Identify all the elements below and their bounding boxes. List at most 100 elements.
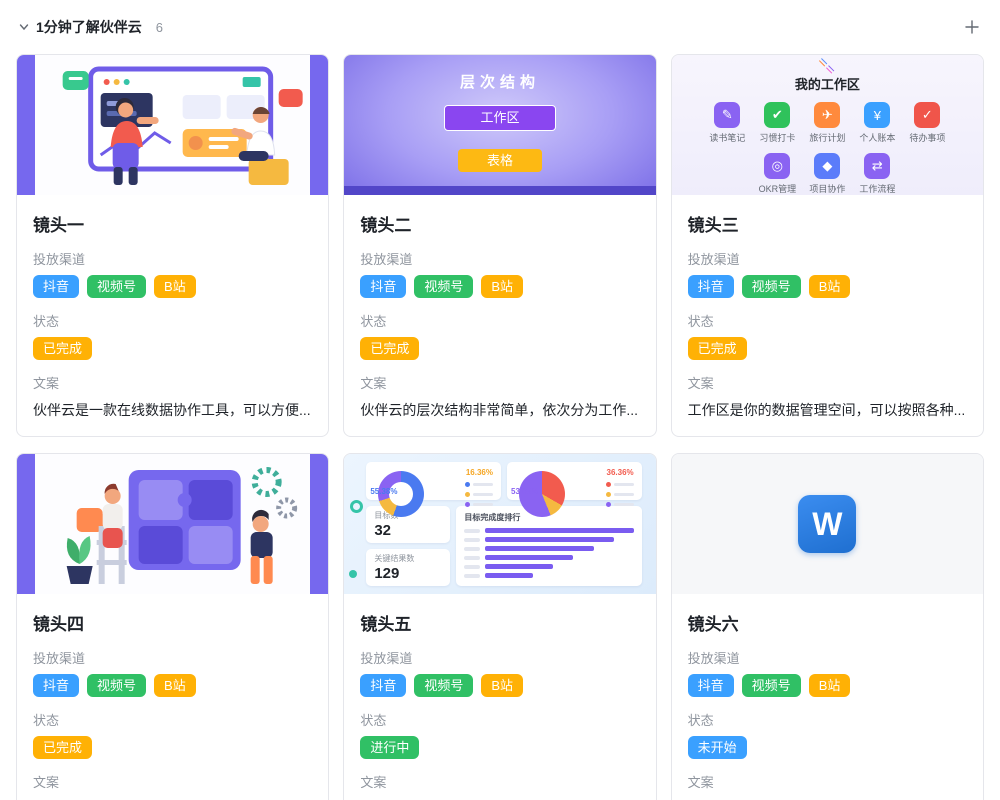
field-label-copy: 文案	[687, 775, 714, 790]
metric-tile: 关键结果数 129	[366, 549, 451, 586]
field-label-channel: 投放渠道	[33, 252, 86, 267]
app-label: 习惯打卡	[759, 133, 796, 143]
app-item: ✈ 旅行计划	[809, 102, 846, 144]
channel-tags: 抖音 视频号 B站	[33, 275, 312, 298]
percent-label: 53.85%	[511, 487, 539, 496]
workspace-chip: 工作区	[443, 105, 556, 131]
puzzle-collaboration-illustration	[66, 467, 298, 584]
field-label-copy: 文案	[687, 376, 714, 391]
collapse-chevron-icon[interactable]	[16, 19, 32, 35]
app-item: ✔ 习惯打卡	[759, 102, 796, 144]
habit-app-icon: ✔	[764, 102, 791, 128]
decor-dot	[349, 570, 358, 578]
field-label-status: 状态	[360, 713, 387, 728]
app-label: OKR管理	[758, 184, 797, 194]
channel-tag: 视频号	[741, 674, 801, 697]
field-label-copy: 文案	[360, 775, 387, 790]
card-title: 镜头六	[687, 615, 739, 634]
status-tags: 已完成	[33, 736, 312, 759]
metric-value: 32	[374, 522, 392, 539]
channel-tag: B站	[808, 674, 851, 697]
metric-label: 关键结果数	[374, 554, 415, 563]
app-item: ◎ OKR管理	[758, 153, 797, 195]
field-label-status: 状态	[33, 713, 60, 728]
channel-tag: 视频号	[414, 674, 474, 697]
app-label: 读书笔记	[709, 133, 746, 143]
channel-tag: 视频号	[87, 674, 147, 697]
status-tags: 已完成	[360, 337, 639, 360]
travel-app-icon: ✈	[814, 102, 841, 128]
status-tags: 已完成	[687, 337, 967, 360]
field-label-status: 状态	[360, 314, 387, 329]
record-card[interactable]: 镜头四 投放渠道 抖音 视频号 B站 状态 已完成 文案 表格用来存储各式各样的…	[16, 453, 330, 800]
channel-tag: B站	[808, 275, 851, 298]
card-cover-scene3: 我的工作区 ✎ 读书笔记 ✔ 习惯打卡 ✈ 旅行计划 ¥	[671, 55, 983, 195]
channel-tag: B站	[481, 674, 524, 697]
card-title: 镜头五	[360, 615, 412, 634]
app-item: ⇄ 工作流程	[859, 153, 895, 195]
status-tags: 已完成	[33, 337, 312, 360]
word-document-icon: W	[798, 495, 857, 553]
okr-app-icon: ◎	[764, 153, 791, 179]
group-header: 1分钟了解伙伴云 6	[16, 12, 984, 42]
workspace-logo-icon	[819, 58, 835, 73]
card-cover-scene1	[17, 55, 329, 195]
percent-label: 16.36%	[465, 468, 493, 477]
card-cover-scene5: 16.36% 55.38% 36.36% 53.85%	[344, 454, 656, 594]
app-row: ✎ 读书笔记 ✔ 习惯打卡 ✈ 旅行计划 ¥ 个人账本	[709, 102, 945, 144]
todo-app-icon: ✓	[914, 102, 941, 128]
workspace-title: 我的工作区	[794, 77, 860, 92]
channel-tags: 抖音 视频号 B站	[687, 674, 967, 697]
card-title: 镜头二	[360, 216, 412, 235]
record-card[interactable]: 镜头一 投放渠道 抖音 视频号 B站 状态 已完成 文案 伙伴云是一款在线数据协…	[16, 54, 330, 437]
ledger-app-icon: ¥	[864, 102, 891, 128]
field-label-status: 状态	[687, 314, 714, 329]
record-card[interactable]: 我的工作区 ✎ 读书笔记 ✔ 习惯打卡 ✈ 旅行计划 ¥	[670, 54, 984, 437]
status-badge: 未开始	[687, 736, 747, 759]
channel-tags: 抖音 视频号 B站	[33, 674, 312, 697]
card-title: 镜头四	[33, 615, 84, 634]
teamwork-dashboard-illustration	[62, 66, 303, 185]
group-title: 1分钟了解伙伴云	[36, 19, 142, 35]
field-label-status: 状态	[33, 314, 60, 329]
status-badge: 已完成	[33, 337, 93, 360]
status-tags: 进行中	[360, 736, 639, 759]
app-label: 个人账本	[859, 133, 896, 143]
decor-ring	[350, 500, 364, 513]
channel-tags: 抖音 视频号 B站	[360, 674, 639, 697]
channel-tag: 抖音	[33, 275, 80, 298]
chart-legend	[605, 482, 634, 507]
card-cover-scene2: 层次结构 工作区 表格	[344, 55, 656, 195]
channel-tag: 抖音	[687, 275, 734, 298]
app-item: ¥ 个人账本	[859, 102, 896, 144]
app-label: 旅行计划	[809, 133, 846, 143]
copy-text: 伙伴云是一款在线数据协作工具，可以方便...	[33, 402, 311, 418]
channel-tag: B站	[481, 275, 524, 298]
record-card[interactable]: W 镜头六 投放渠道 抖音 视频号 B站 状态 未开始 文案 完善的日志功能保障…	[670, 453, 984, 800]
channel-tag: 视频号	[414, 275, 474, 298]
bar-chart-card: 目标完成度排行	[456, 506, 642, 586]
add-record-button[interactable]	[960, 15, 984, 39]
channel-tags: 抖音 视频号 B站	[687, 275, 967, 298]
pie-chart-card: 36.36% 53.85%	[507, 462, 642, 517]
record-card[interactable]: 16.36% 55.38% 36.36% 53.85%	[343, 453, 657, 800]
channel-tag: 抖音	[360, 674, 407, 697]
hierarchy-heading: 层次结构	[459, 74, 540, 91]
dashboard-preview: 16.36% 55.38% 36.36% 53.85%	[366, 462, 642, 586]
app-row: ◎ OKR管理 ◆ 项目协作 ⇄ 工作流程	[758, 153, 895, 195]
card-grid: 镜头一 投放渠道 抖音 视频号 B站 状态 已完成 文案 伙伴云是一款在线数据协…	[16, 54, 984, 800]
field-label-copy: 文案	[33, 775, 60, 790]
status-tags: 未开始	[687, 736, 967, 759]
channel-tag: 抖音	[360, 275, 407, 298]
card-body: 镜头六 投放渠道 抖音 视频号 B站 状态 未开始 文案 完善的日志功能保障数据…	[672, 594, 983, 800]
card-body: 镜头四 投放渠道 抖音 视频号 B站 状态 已完成 文案 表格用来存储各式各样的…	[17, 594, 328, 800]
card-body: 镜头二 投放渠道 抖音 视频号 B站 状态 已完成 文案 伙伴云的层次结构非常简…	[344, 195, 655, 436]
card-cover-scene6: W	[671, 454, 983, 594]
channel-tag: 视频号	[741, 275, 801, 298]
field-label-copy: 文案	[33, 376, 60, 391]
metric-value: 129	[374, 565, 400, 582]
card-title: 镜头一	[33, 216, 84, 235]
record-card[interactable]: 层次结构 工作区 表格 镜头二 投放渠道 抖音 视频号 B站 状态 已完成 文案…	[343, 54, 657, 437]
field-label-status: 状态	[687, 713, 714, 728]
